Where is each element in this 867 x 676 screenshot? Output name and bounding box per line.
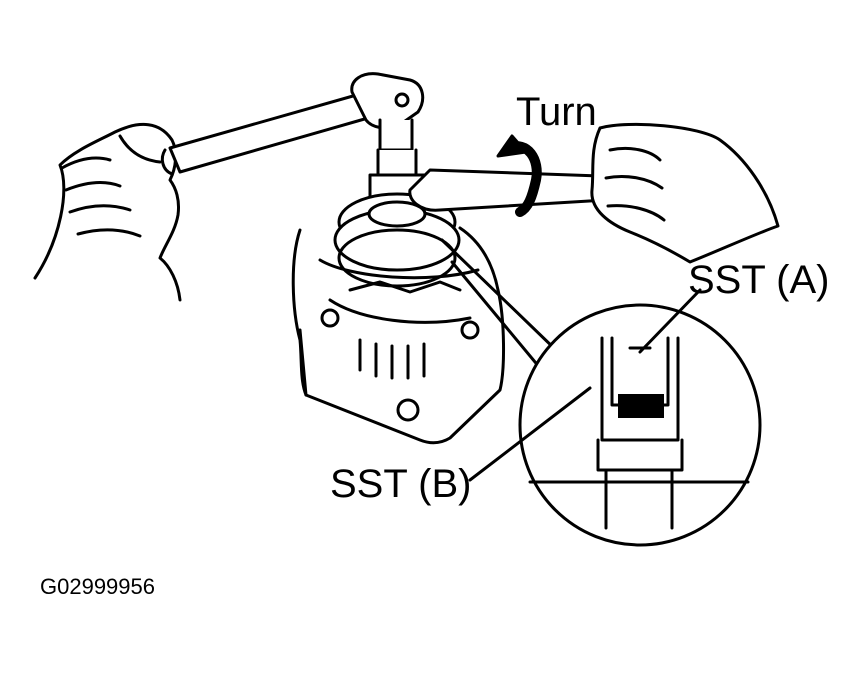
sst-b-wrench — [408, 168, 616, 212]
sst-a-label: SST (A) — [688, 258, 830, 302]
right-hand — [590, 122, 780, 264]
alternator — [291, 226, 506, 445]
turn-label: Turn — [516, 90, 597, 134]
detail-leader-lines — [440, 238, 560, 370]
left-hand — [33, 122, 182, 302]
label-leaders — [468, 288, 702, 482]
detail-view — [518, 303, 762, 547]
turn-arrow — [496, 134, 542, 217]
figure-code: G02999956 — [40, 574, 155, 599]
sst-b-label: SST (B) — [330, 462, 472, 506]
ratchet-wrench — [160, 72, 425, 176]
